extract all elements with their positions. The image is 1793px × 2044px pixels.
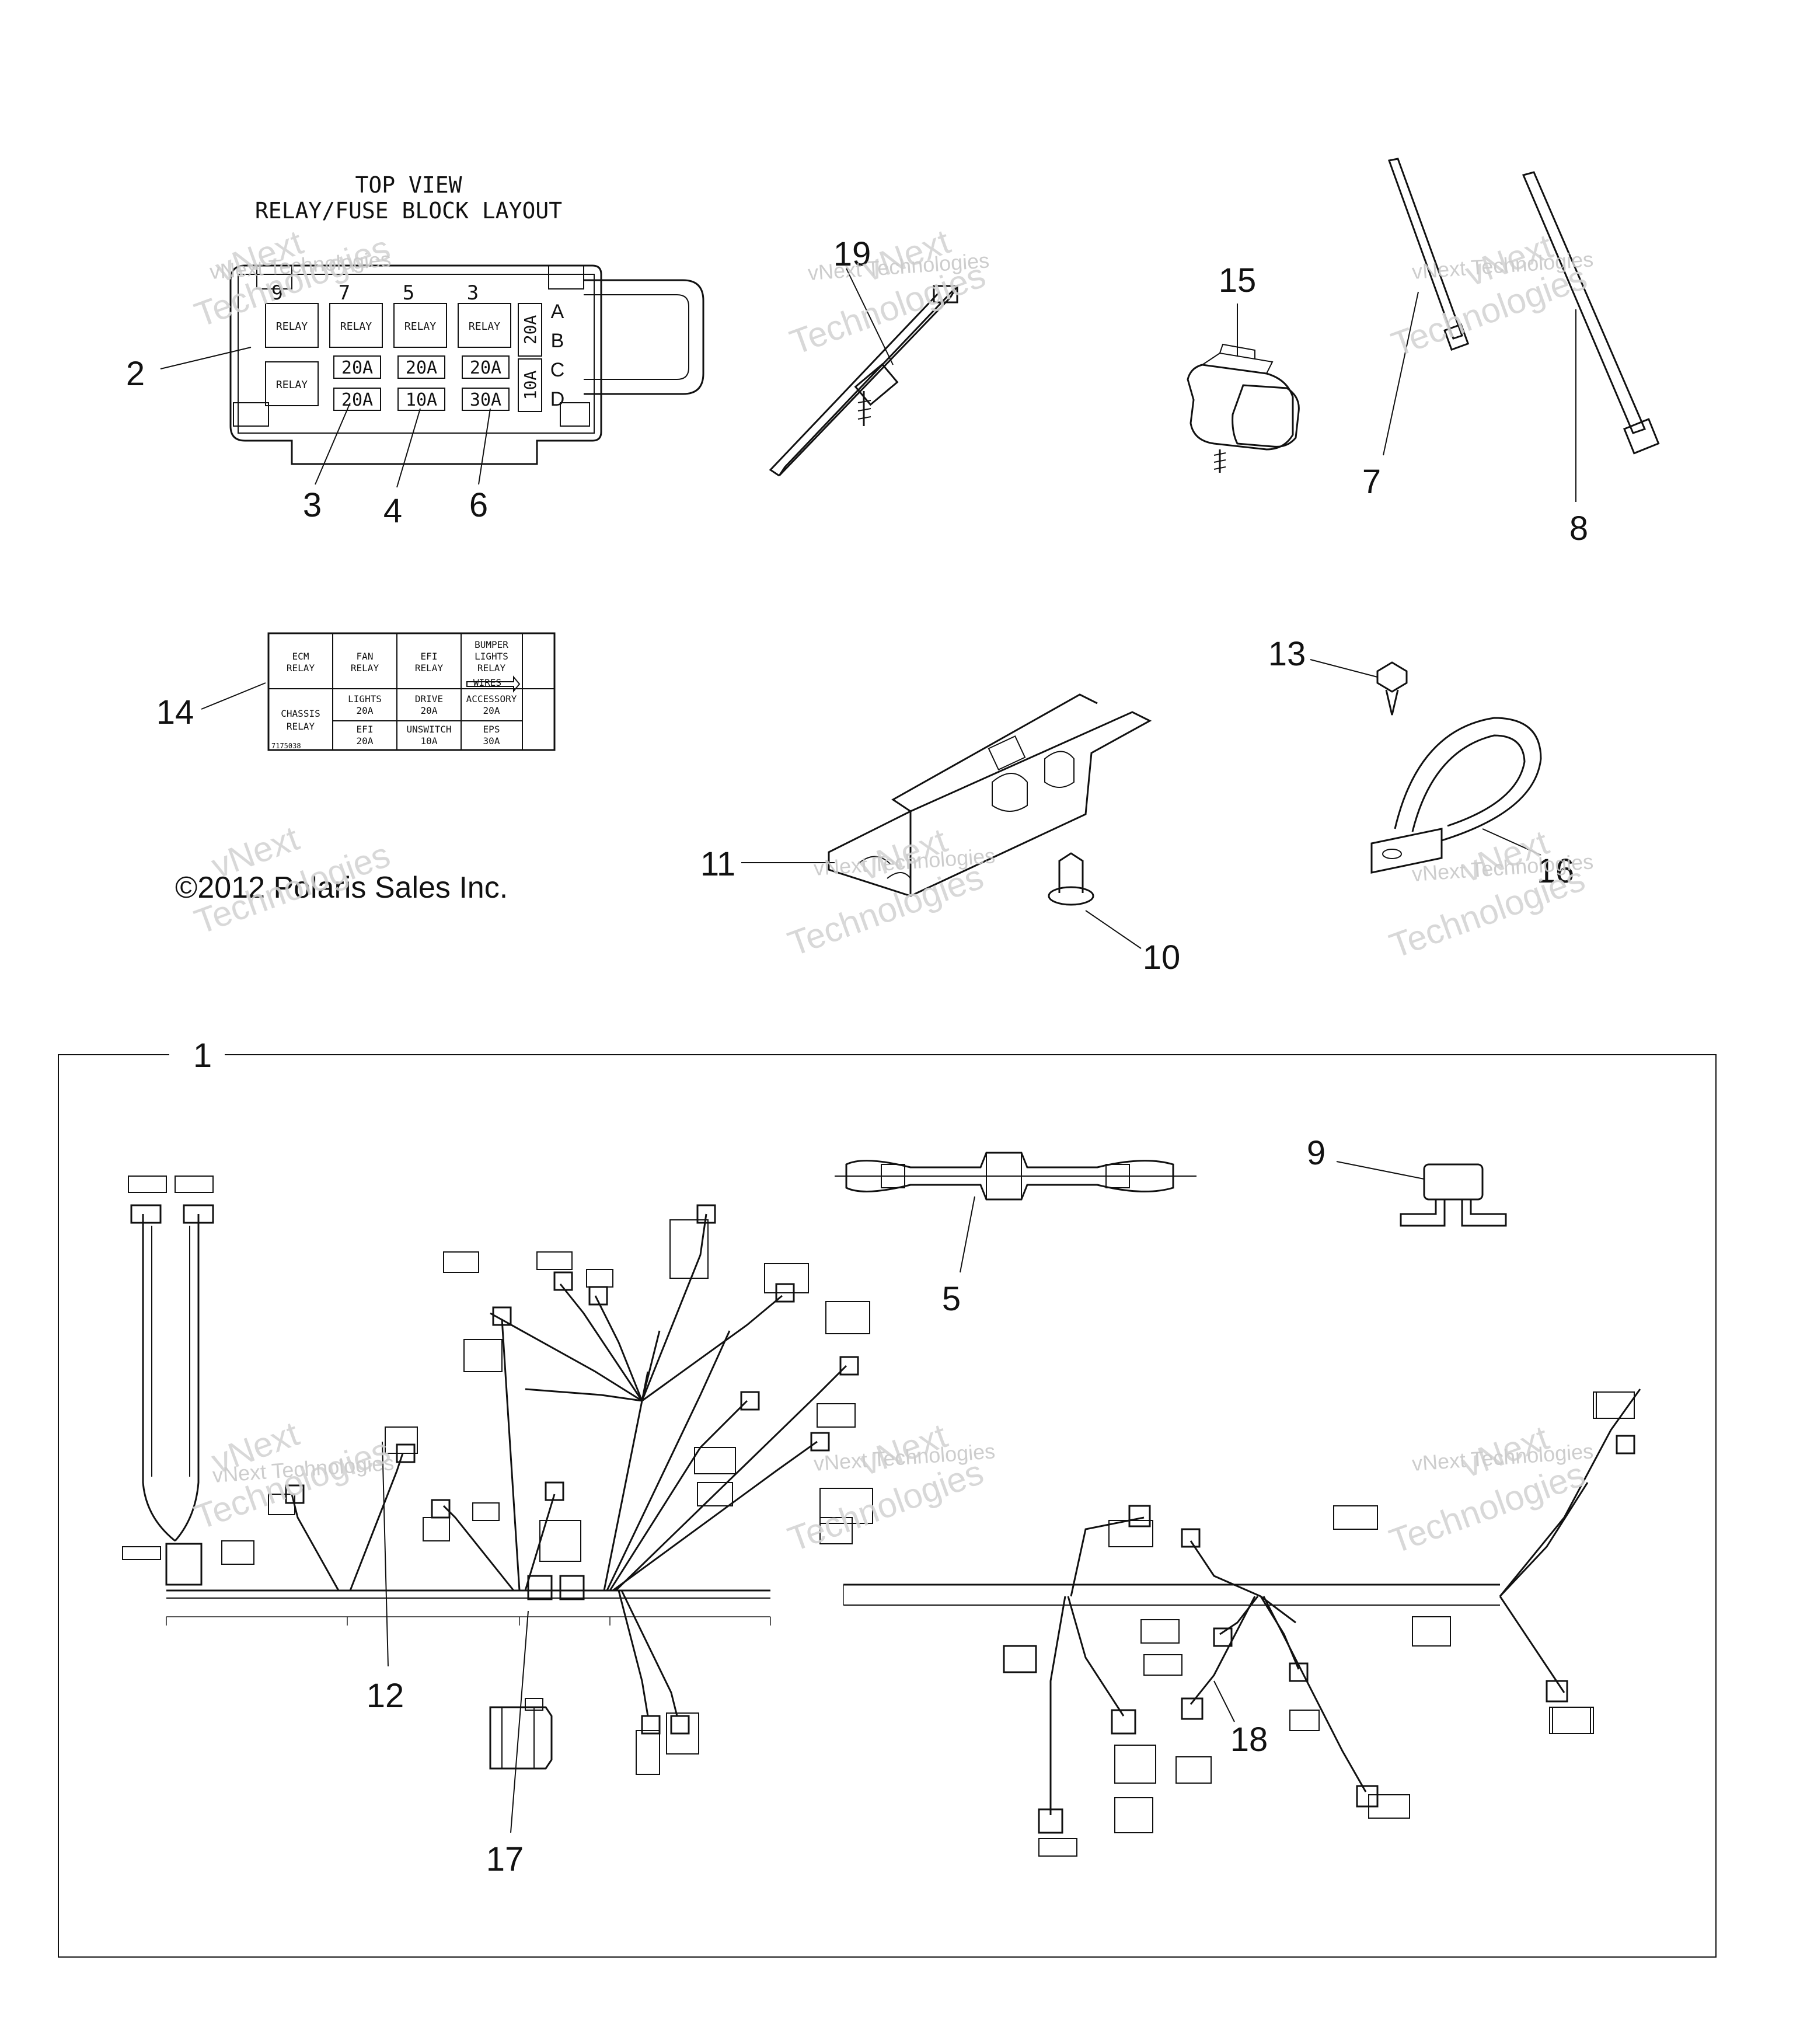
label-bumper-3: RELAY: [477, 662, 506, 674]
callout-8: 8: [1569, 510, 1588, 547]
side-fuses: 20A 10A: [518, 303, 542, 412]
label-chassis-2: RELAY: [287, 721, 315, 732]
label-efi: EFI: [357, 724, 374, 735]
callout-11: 11: [700, 845, 735, 883]
label-bumper: BUMPER: [475, 639, 508, 650]
side-letters: A B C D: [550, 301, 565, 410]
cavity-number-9: 9: [271, 281, 283, 305]
label-ecm-relay: ECM: [292, 651, 309, 662]
callout-7: 7: [1362, 463, 1381, 501]
part-11-bracket: 11: [700, 693, 1152, 897]
label-ecm-relay-2: RELAY: [287, 662, 315, 674]
callout-5: 5: [942, 1280, 961, 1318]
label-fan-relay: FAN: [357, 651, 374, 662]
letter-a: A: [551, 301, 564, 323]
copyright-notice: ©2012 Polaris Sales Inc.: [175, 871, 508, 905]
label-lights-2: 20A: [357, 705, 374, 716]
callout-17: 17: [486, 1840, 524, 1878]
part-7-cable-tie: 7: [1362, 158, 1470, 501]
label-efi-2: 20A: [357, 735, 374, 747]
fuse-value: 10A: [406, 390, 437, 410]
top-cavity-numbers: 9 7 5 3: [271, 281, 479, 305]
relay-label: RELAY: [469, 320, 500, 333]
label-efi-relay: EFI: [421, 651, 438, 662]
part-16-p-clamp: 16: [1370, 717, 1575, 890]
label-accessory-2: 20A: [483, 705, 500, 716]
part-19-strap-mount: 19: [769, 235, 958, 477]
fuse-value: 20A: [470, 358, 501, 378]
callout-19: 19: [833, 235, 871, 273]
fuse-value: 20A: [406, 358, 437, 378]
callout-10: 10: [1143, 939, 1181, 976]
label-part-no: 7175038: [271, 742, 301, 750]
label-unswitch-2: 10A: [421, 735, 438, 747]
relay-block-title-layout: RELAY/FUSE BLOCK LAYOUT: [255, 198, 562, 224]
letter-c: C: [550, 359, 565, 381]
relay-block-title-top-view: TOP VIEW: [355, 172, 462, 198]
letter-b: B: [551, 330, 564, 352]
label-drive: DRIVE: [415, 693, 443, 704]
fuse-row-1: 20A 20A 20A: [333, 355, 510, 379]
label-efi-relay-2: RELAY: [415, 662, 444, 674]
side-fuse-value: 10A: [521, 371, 540, 400]
callout-13: 13: [1268, 635, 1306, 673]
label-lights: LIGHTS: [348, 693, 382, 704]
callout-2: 2: [126, 355, 145, 393]
label-fan-relay-2: RELAY: [351, 662, 379, 674]
callout-18: 18: [1230, 1721, 1268, 1759]
relay-label: RELAY: [276, 379, 308, 391]
harness-right-section: 18: [843, 1389, 1641, 1857]
callout-14: 14: [156, 693, 194, 731]
cavity-number-7: 7: [339, 281, 350, 305]
fuse-row-2: 20A 10A 30A: [333, 388, 510, 411]
label-eps-2: 30A: [483, 735, 500, 747]
part-9-splice: 9: [1307, 1134, 1507, 1227]
side-fuse-value: 20A: [521, 315, 540, 345]
callout-3: 3: [303, 486, 322, 524]
part-10-push-rivet: 10: [1048, 852, 1181, 976]
label-unswitch: UNSWITCH: [406, 724, 451, 735]
fuse-value: 20A: [341, 390, 373, 410]
fuse-value: 30A: [470, 390, 501, 410]
part-15-connector-clip: 15: [1187, 261, 1300, 473]
callout-6: 6: [469, 486, 488, 524]
callout-12: 12: [367, 1677, 404, 1715]
label-bumper-2: LIGHTS: [475, 651, 508, 662]
label-wires: WIRES: [473, 677, 501, 688]
relay-row-top: RELAY RELAY RELAY RELAY: [265, 303, 511, 348]
relay-fuse-block-view: TOP VIEW RELAY/FUSE BLOCK LAYOUT 9 7 5 3…: [126, 172, 704, 530]
relay-label: RELAY: [340, 320, 372, 333]
fuse-value: 20A: [341, 358, 373, 378]
cavity-number-5: 5: [403, 281, 414, 305]
relay-label: RELAY: [276, 320, 308, 333]
part-5-inline-fuse-holder: 5: [835, 1152, 1197, 1318]
harness-assembly-frame: 1: [58, 1037, 1717, 1958]
label-drive-2: 20A: [421, 705, 438, 716]
label-eps: EPS: [483, 724, 500, 735]
harness-left-section: 17 12: [122, 1176, 873, 1878]
callout-15: 15: [1219, 261, 1257, 299]
relay-label: RELAY: [404, 320, 436, 333]
callout-9: 9: [1307, 1134, 1325, 1172]
letter-d: D: [550, 388, 565, 410]
part-8-cable-tie: 8: [1522, 171, 1660, 547]
part-13-screw: 13: [1268, 635, 1408, 716]
cavity-number-3: 3: [467, 281, 479, 305]
callout-1: 1: [193, 1037, 212, 1075]
callout-16: 16: [1537, 852, 1575, 890]
part-14-fuse-label: ECM RELAY FAN RELAY EFI RELAY BUMPER LIG…: [156, 632, 556, 751]
label-chassis: CHASSIS: [281, 708, 320, 719]
callout-4: 4: [383, 492, 402, 530]
label-accessory: ACCESSORY: [466, 693, 517, 704]
